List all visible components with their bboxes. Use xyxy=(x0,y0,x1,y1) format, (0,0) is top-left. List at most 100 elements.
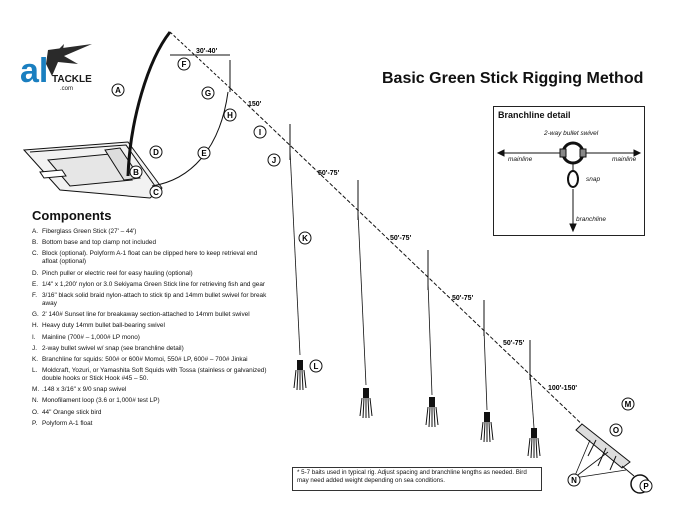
squid-lure xyxy=(359,388,373,419)
component-key: F. xyxy=(32,291,37,299)
callout-o: O xyxy=(609,423,623,437)
float xyxy=(630,474,650,494)
component-item: K.Branchline for squids: 500# or 600# Mo… xyxy=(32,356,272,364)
distance-2: 150' xyxy=(248,101,262,108)
svg-text:I: I xyxy=(259,128,261,137)
mainline-right-label: mainline xyxy=(612,156,637,163)
callout-g: G xyxy=(201,86,215,100)
logo: al TACKLE .com xyxy=(18,42,96,94)
mono-loop xyxy=(573,439,627,479)
component-item: F.3/16" black solid braid nylon-attach t… xyxy=(32,292,272,308)
svg-text:A: A xyxy=(115,86,121,95)
component-item: H.Heavy duty 14mm bullet ball-bearing sw… xyxy=(32,322,272,330)
logo-word: TACKLE xyxy=(52,74,92,85)
component-key: D. xyxy=(32,269,39,277)
svg-text:O: O xyxy=(613,426,619,435)
callout-n: N xyxy=(567,473,581,487)
callout-m: M xyxy=(621,397,635,411)
component-text: Polyform A-1 float xyxy=(42,419,93,427)
distance-7: 100'-150' xyxy=(548,385,577,392)
svg-text:P: P xyxy=(643,482,649,491)
note-box: * 5-7 baits used in typical rig. Adjust … xyxy=(292,467,542,491)
component-key: P. xyxy=(32,419,38,427)
component-key: C. xyxy=(32,250,39,258)
component-text: Branchline for squids: 500# or 600# Momo… xyxy=(42,355,248,363)
component-key: H. xyxy=(32,322,39,330)
component-item: E.1/4" x 1,200' nylon or 3.0 Sekiyama Gr… xyxy=(32,281,272,289)
callout-f: F xyxy=(177,57,191,71)
callout-p: P xyxy=(639,479,653,493)
component-item: C.Block (optional). Polyform A-1 float c… xyxy=(32,250,272,266)
component-text: .148 x 3/16" x 9/0 snap swivel xyxy=(42,386,127,394)
branchline-detail-drawing: 2-way bullet swivel mainline mainline sn… xyxy=(496,130,642,233)
squid-lure xyxy=(293,360,307,391)
snap-icon xyxy=(567,170,579,188)
svg-text:D: D xyxy=(153,148,159,157)
component-key: B. xyxy=(32,239,39,247)
component-item: N.Monofilament loop (3.6 or 1,000# test … xyxy=(32,397,272,405)
component-key: O. xyxy=(32,408,39,416)
branchline-label: branchline xyxy=(576,216,606,223)
component-key: G. xyxy=(32,311,39,319)
component-item: M..148 x 3/16" x 9/0 snap swivel xyxy=(32,386,272,394)
component-text: Pinch puller or electric reel for easy h… xyxy=(42,269,193,277)
component-text: 44" Orange stick bird xyxy=(42,408,102,416)
distance-5: 50'-75' xyxy=(452,295,474,302)
component-key: J. xyxy=(32,344,37,352)
callout-k: K xyxy=(298,231,312,245)
svg-text:F: F xyxy=(182,60,187,69)
component-text: Mainline (700# – 1,000# LP mono) xyxy=(42,333,140,341)
component-text: Fiberglass Green Stick (27' – 44') xyxy=(42,228,137,235)
callout-c: C xyxy=(149,185,163,199)
squid-lure xyxy=(425,397,439,428)
component-item: G.2' 140# Sunset line for breakaway sect… xyxy=(32,311,272,319)
component-item: L.Moldcraft, Yozuri, or Yamashita Soft S… xyxy=(32,367,272,383)
component-text: 2' 140# Sunset line for breakaway sectio… xyxy=(42,311,250,319)
callout-i: I xyxy=(253,125,267,139)
svg-text:N: N xyxy=(571,476,577,485)
component-item: A.Fiberglass Green Stick (27' – 44') xyxy=(32,228,272,236)
squids xyxy=(293,360,541,459)
marlin-logo-icon xyxy=(46,44,92,76)
svg-text:L: L xyxy=(314,362,319,371)
distance-3: 50'-75' xyxy=(318,170,340,177)
swivel-label: 2-way bullet swivel xyxy=(543,130,599,137)
svg-text:B: B xyxy=(133,168,139,177)
callout-l: L xyxy=(309,359,323,373)
distance-4: 50'-75' xyxy=(390,235,412,242)
svg-text:M: M xyxy=(625,400,632,409)
component-item: O.44" Orange stick bird xyxy=(32,409,272,417)
svg-text:E: E xyxy=(201,149,207,158)
page-title: Basic Green Stick Rigging Method xyxy=(382,70,644,87)
squid-lure xyxy=(527,428,541,459)
components-list: A.Fiberglass Green Stick (27' – 44') B.Bo… xyxy=(32,228,272,431)
component-text: Bottom base and top clamp not included xyxy=(42,239,157,247)
component-key: L. xyxy=(32,367,38,375)
svg-text:G: G xyxy=(205,89,211,98)
svg-text:H: H xyxy=(227,111,233,120)
snap-label: snap xyxy=(586,176,600,183)
branchline-detail-box: Branchline detail 2-way bullet swivel ma… xyxy=(493,106,645,236)
braid-line xyxy=(169,31,231,89)
distance-1: 30'-40' xyxy=(196,48,218,55)
component-item: B.Bottom base and top clamp not included xyxy=(32,239,272,247)
callout-a: A xyxy=(111,83,125,97)
logo-letters: al xyxy=(20,52,48,90)
component-text: Heavy duty 14mm bullet ball-bearing swiv… xyxy=(42,322,165,330)
branchline-detail-title: Branchline detail xyxy=(498,110,571,120)
component-item: P. Polyform A-1 float xyxy=(32,420,272,428)
component-key: M. xyxy=(32,386,40,394)
components-heading: Components xyxy=(32,208,112,223)
component-text: 2-way bullet swivel w/ snap (see branchl… xyxy=(42,344,184,352)
component-text: 1/4" x 1,200' nylon or 3.0 Sekiyama Gree… xyxy=(42,280,266,288)
retrieval-line xyxy=(151,91,229,187)
component-key: E. xyxy=(32,280,39,288)
callout-b: B xyxy=(129,165,143,179)
green-stick xyxy=(126,31,172,177)
component-key: N. xyxy=(32,397,39,405)
callout-e: E xyxy=(197,146,211,160)
logo-domain: .com xyxy=(60,86,73,92)
boat xyxy=(22,141,163,199)
mainline-left-label: mainline xyxy=(508,156,533,163)
